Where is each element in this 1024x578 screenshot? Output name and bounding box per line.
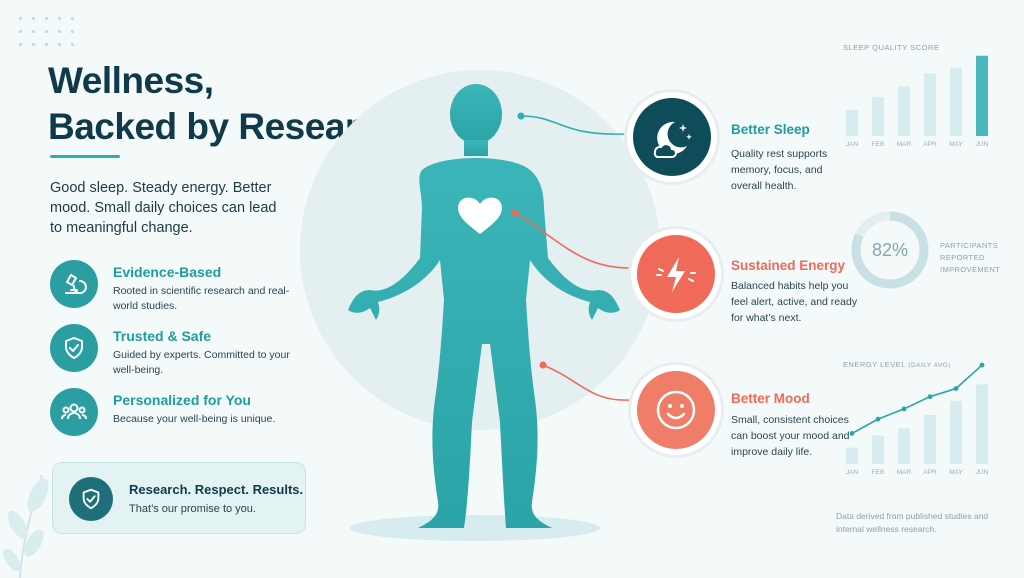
shield-check-icon xyxy=(69,477,113,521)
chart-bar xyxy=(898,428,910,464)
chart-bar xyxy=(950,67,962,136)
energy-trend-line xyxy=(851,364,983,435)
chart-bar xyxy=(898,86,910,136)
energy-chart-title: ENERGY LEVEL (DAILY AVG) xyxy=(843,360,951,369)
x-tick-label: FEB xyxy=(872,469,885,476)
people-icon xyxy=(50,388,98,436)
x-tick-label: APR xyxy=(923,469,937,476)
trend-point xyxy=(953,386,959,391)
feature-personalized: Personalized for You Because your well-b… xyxy=(50,388,310,444)
feature-desc: Rooted in scientific research and real-w… xyxy=(113,285,290,312)
x-tick-label: JUN xyxy=(976,141,989,148)
feature-desc: Because your well-being is unique. xyxy=(113,413,276,425)
smile-icon xyxy=(637,371,715,449)
stat-label: PARTICIPANTS REPORTED IMPROVEMENT xyxy=(940,241,1001,274)
chart-bar xyxy=(976,55,988,136)
promise-desc: That’s our promise to you. xyxy=(129,503,256,515)
trend-point xyxy=(875,416,881,422)
benefit-desc-energy: Balanced habits help you feel alert, act… xyxy=(731,280,858,324)
moon-stars-icon xyxy=(633,98,711,176)
leaf-decoration-icon xyxy=(3,474,49,578)
benefit-desc-mood: Small, consistent choices can boost your… xyxy=(731,414,850,458)
feature-desc: Guided by experts. Committed to your wel… xyxy=(113,349,290,376)
feature-title: Evidence-Based xyxy=(113,264,222,280)
sleep-badge xyxy=(624,89,720,185)
chart-bar xyxy=(950,400,962,464)
sleep-chart-title: SLEEP QUALITY SCORE xyxy=(843,43,940,52)
title-underline xyxy=(50,155,120,158)
mood-badge xyxy=(628,362,724,458)
trend-point xyxy=(849,431,855,436)
chart-bar xyxy=(976,384,988,464)
energy-level-chart: JAN FEB MAR APR MAY JUN xyxy=(846,362,989,476)
x-tick-label: APR xyxy=(923,141,937,148)
human-figure-icon xyxy=(348,84,620,528)
chart-bar xyxy=(846,109,858,136)
trend-point xyxy=(901,406,907,412)
ground-shadow xyxy=(350,515,600,541)
x-tick-label: JAN xyxy=(846,141,859,148)
x-tick-label: MAR xyxy=(897,469,912,476)
footnote: Data derived from published studies and … xyxy=(836,511,989,534)
promise-title: Research. Respect. Results. xyxy=(129,482,304,497)
feature-title: Personalized for You xyxy=(113,392,251,408)
shield-check-icon xyxy=(50,324,98,372)
benefit-title-energy: Sustained Energy xyxy=(731,258,846,273)
energy-badge xyxy=(628,226,724,322)
x-tick-label: MAY xyxy=(949,141,963,148)
benefit-desc-sleep: Quality rest supports memory, focus, and… xyxy=(731,148,828,192)
trend-point xyxy=(979,362,985,368)
sleep-quality-chart: JAN FEB MAR APR MAY JUN xyxy=(846,55,989,148)
x-tick-label: MAR xyxy=(897,141,912,148)
trend-point xyxy=(927,394,933,400)
chart-bar xyxy=(872,435,884,464)
x-tick-label: MAY xyxy=(949,469,963,476)
feature-trusted-safe: Trusted & Safe Guided by experts. Commit… xyxy=(50,324,310,380)
stat-value: 82% xyxy=(871,240,909,260)
energy-chart-title-sub: (DAILY AVG) xyxy=(908,362,952,369)
chart-bar xyxy=(846,447,858,464)
x-tick-label: JAN xyxy=(846,469,859,476)
chart-bar xyxy=(924,73,936,136)
benefit-title-sleep: Better Sleep xyxy=(731,122,810,137)
energy-chart-title-main: ENERGY LEVEL xyxy=(843,360,906,369)
improvement-donut xyxy=(851,211,929,289)
promise-card: Research. Respect. Results. That’s our p… xyxy=(52,462,306,534)
feature-title: Trusted & Safe xyxy=(113,328,212,344)
x-tick-label: JUN xyxy=(976,469,989,476)
lightning-icon xyxy=(637,235,715,313)
feature-evidence-based: Evidence-Based Rooted in scientific rese… xyxy=(50,260,310,316)
chart-bar xyxy=(924,415,936,464)
intro-text: Good sleep. Steady energy. Better mood. … xyxy=(50,180,277,236)
benefit-title-mood: Better Mood xyxy=(731,391,810,406)
microscope-icon xyxy=(50,260,98,308)
chart-bar xyxy=(872,96,884,136)
x-tick-label: FEB xyxy=(872,141,885,148)
donut-fill xyxy=(851,211,929,289)
heart-icon xyxy=(458,197,502,234)
title-line-1: Wellness, xyxy=(48,60,214,101)
decorative-dots xyxy=(14,12,74,52)
